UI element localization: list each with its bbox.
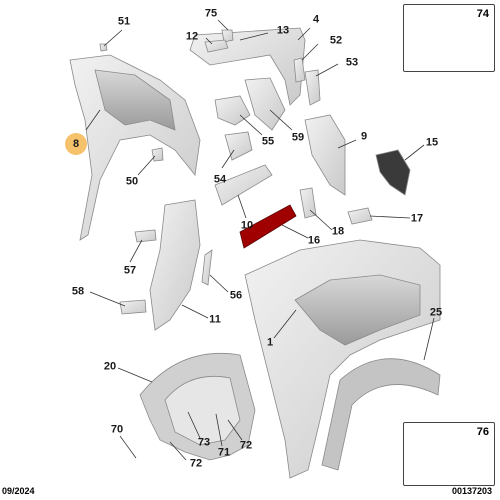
leader-72a: [227, 419, 243, 441]
part-58-clip: [119, 299, 147, 315]
leader-4: [297, 27, 311, 41]
part-50-clip: [151, 147, 164, 162]
leader-54: [221, 149, 235, 169]
part-15-bracket: [375, 149, 411, 196]
callout-73: 73: [197, 436, 211, 449]
callout-25: 25: [429, 306, 443, 319]
callout-13: 13: [276, 24, 290, 37]
leader-20: [117, 367, 153, 383]
callout-52: 52: [329, 34, 343, 47]
callout-56: 56: [229, 289, 243, 302]
callout-75: 75: [204, 7, 218, 20]
inset-label-74: 74: [476, 8, 489, 20]
leader-8: [85, 109, 101, 131]
callout-72-bottom: 72: [189, 457, 203, 470]
leader-12: [205, 37, 213, 45]
leader-70: [119, 435, 137, 459]
callout-8: 8: [72, 138, 80, 150]
part-16-plate: [239, 204, 297, 249]
leader-53: [315, 63, 339, 77]
callout-51: 51: [117, 15, 131, 28]
part-20-wheel-liner-inner: [164, 375, 241, 446]
part-51-clip: [99, 43, 108, 52]
callout-9: 9: [360, 130, 368, 143]
callout-17: 17: [410, 212, 424, 225]
callout-11: 11: [209, 313, 221, 326]
leader-56: [209, 274, 229, 293]
callout-54: 54: [213, 173, 227, 186]
callout-8-highlight[interactable]: 8: [65, 133, 87, 155]
leader-11: [181, 304, 209, 319]
part-11-liner: [149, 199, 201, 331]
callout-50: 50: [125, 175, 139, 188]
part-17-clip: [347, 207, 373, 225]
part-25-arch-trim: [321, 358, 441, 471]
callout-12: 12: [185, 30, 199, 43]
part-10-strip: [214, 164, 273, 206]
part-75-clip: [221, 29, 234, 43]
callout-57: 57: [123, 264, 137, 277]
leader-59: [269, 109, 293, 131]
leader-10: [237, 194, 247, 219]
part-1-quarter-panel-detail: [294, 274, 421, 346]
callout-53: 53: [345, 56, 359, 69]
inset-part-76: 76: [403, 422, 495, 486]
callout-10: 10: [240, 219, 254, 232]
callout-18: 18: [331, 225, 345, 238]
inset-part-74: 74: [403, 4, 495, 72]
leader-17: [369, 215, 411, 219]
leader-16: [281, 224, 309, 239]
callout-71: 71: [217, 446, 231, 459]
callout-1: 1: [266, 336, 274, 349]
part-53-bracket: [304, 69, 321, 106]
leader-57: [129, 239, 143, 263]
part-55-bracket: [214, 95, 251, 126]
leader-72b: [169, 441, 187, 461]
part-8-inner-detail: [94, 69, 176, 131]
leader-51: [103, 29, 123, 47]
leader-9: [337, 139, 357, 149]
part-54-bracket: [224, 131, 253, 161]
callout-58: 58: [71, 285, 85, 298]
leader-58: [89, 291, 126, 307]
callout-16: 16: [307, 234, 321, 247]
footer-date: 09/2024: [2, 486, 35, 496]
leader-50: [137, 155, 156, 176]
inset-label-76: 76: [476, 426, 489, 438]
leader-15: [404, 144, 425, 161]
leader-55: [239, 114, 263, 136]
leader-25: [423, 317, 435, 361]
callout-4: 4: [312, 13, 320, 26]
part-59-reinforcement: [244, 77, 286, 131]
part-56-strip: [201, 249, 213, 286]
leader-71: [215, 413, 223, 447]
callout-55: 55: [261, 135, 275, 148]
callout-15: 15: [425, 136, 439, 149]
callout-72-right: 72: [239, 439, 253, 452]
callout-70: 70: [110, 423, 124, 436]
part-9-panel: [304, 114, 346, 196]
footer-code: 00137203: [451, 486, 492, 496]
leader-13: [239, 32, 269, 41]
leader-1: [273, 309, 297, 339]
part-52-gusset: [293, 57, 306, 83]
leader-73: [187, 411, 201, 439]
leader-52: [301, 43, 319, 61]
leader-18: [309, 209, 333, 231]
part-57-clip: [134, 229, 157, 243]
callout-20: 20: [103, 360, 117, 373]
leader-75: [217, 19, 229, 31]
callout-59: 59: [291, 131, 305, 144]
